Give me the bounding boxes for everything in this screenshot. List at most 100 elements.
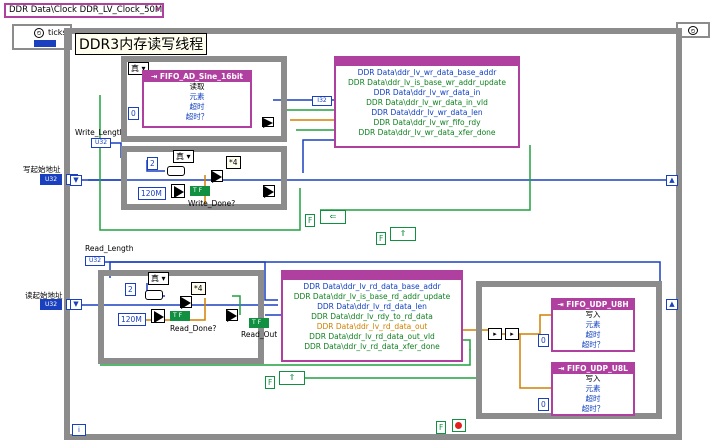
dropdown-arrow-icon: ▾ xyxy=(155,5,160,15)
fifo-ad-node[interactable]: ⇥ FIFO_AD_Sine_16bit 读取 元素 超时 超时？ xyxy=(142,70,252,128)
read-out-constant[interactable]: T F xyxy=(249,318,269,328)
shift-register-left-write[interactable]: ▼ xyxy=(70,175,82,186)
compare-node-write[interactable] xyxy=(167,166,185,176)
const-2-read[interactable]: 2 xyxy=(125,283,136,296)
false-constant-write-2[interactable]: F xyxy=(376,232,387,245)
write-fpga-io-node[interactable]: DDR Data\ddr_lv_wr_data_base_addr DDR Da… xyxy=(334,56,520,148)
clock-icon: ⏲ xyxy=(34,28,44,38)
and-gate-read[interactable] xyxy=(226,309,238,322)
fifo-icon: ⇥ xyxy=(558,364,568,373)
read-start-address-label: 读起始地址 xyxy=(25,291,63,300)
case-selector-label: 真 xyxy=(151,274,159,283)
selector-node-read[interactable] xyxy=(151,309,165,323)
fifo-u8h-row-2: 超时 xyxy=(585,330,601,339)
selector-node-write[interactable] xyxy=(171,184,185,198)
wr-row-0[interactable]: DDR Data\ddr_lv_wr_data_base_addr xyxy=(357,68,497,77)
write-start-address-label: 写起始地址 xyxy=(23,165,61,174)
rd-row-5[interactable]: DDR Data\ddr_lv_rd_data_out_vld xyxy=(309,332,435,341)
io-node-header xyxy=(283,272,461,280)
shift-register-right-read[interactable]: ▲ xyxy=(666,299,678,310)
fifo-udp-u8h-node[interactable]: ⇥ FIFO_UDP_U8H 写入 元素 超时 超时？ xyxy=(551,298,635,352)
multiply-4-write: *4 xyxy=(226,156,241,169)
write-done-label: Write_Done? xyxy=(188,199,236,208)
rd-row-1[interactable]: DDR Data\ddr_lv_is_base_rd_addr_update xyxy=(293,292,451,301)
fifo-u8l-row-0: 写入 xyxy=(585,374,601,383)
timeout-constant-u8h[interactable]: 0 xyxy=(538,334,549,347)
fifo-ad-name: ⇥ FIFO_AD_Sine_16bit xyxy=(144,72,250,82)
greater-node-write[interactable] xyxy=(211,170,223,183)
fifo-udp-u8l-node[interactable]: ⇥ FIFO_UDP_U8L 写入 元素 超时 超时？ xyxy=(551,362,635,416)
false-constant-read[interactable]: F xyxy=(265,376,276,389)
shift-register-right-write[interactable]: ▲ xyxy=(666,175,678,186)
rd-row-4[interactable]: DDR Data\ddr_lv_rd_data_out xyxy=(316,322,428,331)
clock-class-label: DDR Data\Clock DDR_LV_Clock_50M xyxy=(9,5,163,15)
read-fpga-io-node[interactable]: DDR Data\ddr_lv_rd_data_base_addr DDR Da… xyxy=(281,270,463,362)
read-start-address-control[interactable]: U32 xyxy=(40,299,62,310)
read-out-label: Read_Out xyxy=(241,330,278,339)
feedback-node-write-2[interactable]: ⇑ xyxy=(390,227,416,241)
timeout-constant-write[interactable]: 0 xyxy=(128,107,139,120)
read-length-control[interactable]: U32 xyxy=(85,256,105,266)
shift-register-left-read[interactable]: ▼ xyxy=(70,299,82,310)
wr-row-3[interactable]: DDR Data\ddr_lv_wr_data_in_vld xyxy=(366,98,488,107)
fifo-read-while-loop[interactable] xyxy=(121,56,287,142)
case-selector-true-3[interactable]: 真 ▾ xyxy=(148,272,169,285)
read-length-label: Read_Length xyxy=(85,244,134,253)
ticks-terminal-icon xyxy=(34,40,56,47)
udp-case-structure[interactable] xyxy=(476,281,662,419)
greater-node-read[interactable] xyxy=(180,296,192,309)
fifo-u8l-row-2: 超时 xyxy=(585,394,601,403)
fifo-icon: ⇥ xyxy=(557,300,567,309)
read-done-label: Read_Done? xyxy=(170,324,217,333)
fifo-ad-row-2: 超时 xyxy=(189,102,205,111)
clock-120m-write[interactable]: 120M xyxy=(138,187,166,200)
case-selector-label: 真 xyxy=(131,64,139,73)
wr-row-5[interactable]: DDR Data\ddr_lv_wr_fifo_rdy xyxy=(373,118,481,127)
split-number-node-2[interactable]: ▸ xyxy=(505,328,519,340)
fifo-ad-row-3: 超时？ xyxy=(185,112,209,121)
false-constant-stop[interactable]: F xyxy=(436,421,447,434)
wr-row-2[interactable]: DDR Data\ddr_lv_wr_data_in xyxy=(373,88,481,97)
feedback-node-read[interactable]: ⇑ xyxy=(279,371,305,385)
timed-loop-frame[interactable] xyxy=(64,28,682,440)
compare-node-read[interactable] xyxy=(145,290,163,300)
fifo-ad-row-0: 读取 xyxy=(189,82,205,91)
write-start-address-control[interactable]: U32 xyxy=(40,174,62,185)
timeout-constant-u8l[interactable]: 0 xyxy=(538,398,549,411)
read-done-while-loop[interactable] xyxy=(98,270,264,364)
tf-constant-read[interactable]: T F xyxy=(170,311,190,321)
wr-row-4[interactable]: DDR Data\ddr_lv_wr_data_len xyxy=(371,108,483,117)
tf-constant-write[interactable]: T F xyxy=(190,186,210,196)
false-constant-write-1[interactable]: F xyxy=(305,214,316,227)
fifo-icon: ⇥ xyxy=(151,72,160,81)
multiply-4-read: *4 xyxy=(191,282,206,295)
fifo-u8h-row-3: 超时？ xyxy=(581,340,605,349)
write-length-control[interactable]: U32 xyxy=(91,138,111,148)
wr-row-6[interactable]: DDR Data\ddr_lv_wr_data_xfer_done xyxy=(358,128,496,137)
fifo-ad-row-1: 元素 xyxy=(189,92,205,101)
fifo-u8h-name: ⇥ FIFO_UDP_U8H xyxy=(553,300,633,310)
const-2-write[interactable]: 2 xyxy=(147,157,158,170)
split-number-node-1[interactable]: ▸ xyxy=(488,328,502,340)
rd-row-0[interactable]: DDR Data\ddr_lv_rd_data_base_addr xyxy=(303,282,441,291)
io-node-header xyxy=(336,58,518,66)
fifo-u8l-row-1: 元素 xyxy=(585,384,601,393)
loop-stop-terminal[interactable]: i xyxy=(72,424,86,436)
rd-row-2[interactable]: DDR Data\ddr_lv_rd_data_len xyxy=(317,302,427,311)
not-gate-write[interactable] xyxy=(262,117,274,128)
timed-loop-input-node[interactable]: ⏲ ticks xyxy=(12,24,72,50)
rd-row-3[interactable]: DDR Data\ddr_lv_rdy_to_rd_data xyxy=(311,312,433,321)
case-selector-true-2[interactable]: 真 ▾ xyxy=(173,150,194,163)
page-title: DDR3内存读写线程 xyxy=(75,33,208,55)
rd-row-6[interactable]: DDR Data\ddr_lv_rd_data_xfer_done xyxy=(304,342,440,351)
clock-120m-read[interactable]: 120M xyxy=(118,313,146,326)
i32-convert-node[interactable]: I32 xyxy=(312,96,332,106)
clock-output-icon: ⏲ xyxy=(688,26,698,35)
feedback-node-write-1[interactable]: ⇐ xyxy=(320,210,346,224)
clock-class-selector[interactable]: DDR Data\Clock DDR_LV_Clock_50M ▾ xyxy=(4,3,164,18)
wr-row-1[interactable]: DDR Data\ddr_lv_is_base_wr_addr_update xyxy=(348,78,506,87)
and-gate-write[interactable] xyxy=(263,185,275,198)
stop-button-icon[interactable] xyxy=(452,419,466,432)
write-done-while-loop[interactable] xyxy=(121,146,287,210)
fifo-u8h-row-0: 写入 xyxy=(585,310,601,319)
